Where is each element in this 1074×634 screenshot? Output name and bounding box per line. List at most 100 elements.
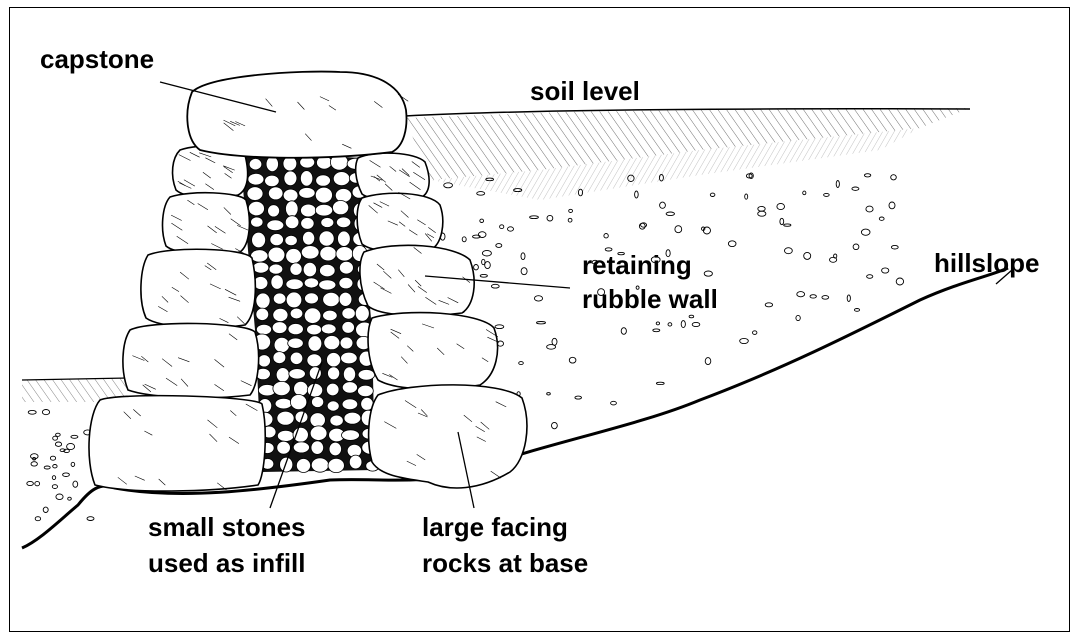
- gravel-pebble: [56, 494, 63, 500]
- gravel-pebble: [500, 225, 504, 229]
- infill-stone: [303, 262, 316, 276]
- gravel-pebble: [758, 206, 765, 211]
- gravel-pebble: [478, 232, 486, 238]
- infill-stone: [342, 308, 355, 319]
- gravel-pebble: [87, 517, 94, 521]
- infill-stone: [323, 292, 340, 306]
- infill-stone: [273, 352, 286, 364]
- infill-stone: [286, 279, 303, 290]
- infill-stone: [293, 427, 308, 442]
- label-retaining-wall-2: rubble wall: [582, 284, 718, 315]
- gravel-pebble: [889, 202, 895, 209]
- gravel-pebble: [861, 229, 870, 235]
- label-infill-2: used as infill: [148, 548, 306, 579]
- gravel-pebble: [653, 329, 660, 332]
- infill-stone: [310, 426, 327, 441]
- infill-stone: [286, 249, 302, 264]
- infill-stone: [336, 217, 350, 228]
- infill-stone: [335, 189, 351, 203]
- gravel-pebble: [474, 265, 479, 270]
- gravel-pebble: [836, 181, 839, 188]
- infill-stone: [341, 352, 358, 364]
- gravel-pebble: [73, 481, 78, 487]
- infill-stone: [311, 458, 328, 472]
- gravel-pebble: [28, 410, 36, 414]
- gravel-pebble: [31, 454, 39, 459]
- gravel-pebble: [495, 325, 504, 329]
- gravel-pebble: [705, 358, 711, 365]
- infill-stone: [303, 231, 315, 245]
- infill-stone: [277, 430, 294, 441]
- gravel-pebble: [31, 462, 37, 466]
- gravel-pebble: [866, 206, 873, 212]
- gravel-pebble: [604, 234, 608, 238]
- infill-stone: [324, 336, 340, 350]
- gravel-pebble: [692, 322, 700, 326]
- infill-stone: [333, 201, 349, 215]
- gravel-pebble: [491, 284, 499, 288]
- infill-stone: [355, 306, 369, 322]
- label-infill-1: small stones: [148, 512, 306, 543]
- infill-stone: [285, 216, 299, 229]
- infill-stone: [333, 172, 350, 186]
- infill-stone: [340, 337, 353, 349]
- gravel-pebble: [485, 262, 491, 269]
- infill-stone: [266, 156, 278, 171]
- infill-stone: [290, 352, 303, 364]
- gravel-pebble: [879, 217, 884, 220]
- gravel-pebble: [552, 422, 558, 428]
- infill-stone: [267, 220, 284, 231]
- gravel-pebble: [656, 322, 659, 325]
- gravel-pebble: [611, 401, 617, 405]
- gravel-pebble: [804, 252, 811, 259]
- gravel-pebble: [569, 209, 573, 212]
- infill-stone: [336, 247, 353, 261]
- infill-stone: [275, 398, 292, 409]
- infill-stone: [273, 381, 290, 395]
- infill-stone: [343, 367, 355, 382]
- gravel-pebble: [462, 237, 466, 242]
- infill-stone: [280, 457, 293, 472]
- infill-stone: [338, 231, 351, 246]
- gravel-pebble: [496, 244, 502, 248]
- gravel-pebble: [784, 224, 791, 226]
- infill-stone: [344, 412, 361, 424]
- infill-stone: [296, 459, 310, 473]
- infill-stone: [290, 308, 303, 319]
- infill-stone: [319, 231, 334, 246]
- infill-stone: [268, 205, 280, 217]
- gravel-pebble: [43, 507, 48, 512]
- infill-stone: [256, 324, 271, 334]
- infill-stone: [248, 201, 264, 215]
- gravel-pebble: [797, 292, 805, 297]
- infill-stone: [286, 201, 299, 217]
- capstone-rock: [187, 72, 406, 158]
- infill-stone: [301, 246, 319, 259]
- gravel-pebble: [660, 202, 666, 208]
- gravel-pebble: [847, 295, 850, 302]
- gravel-pebble: [864, 174, 870, 177]
- gravel-pebble: [710, 193, 715, 196]
- infill-stone: [268, 247, 285, 262]
- infill-stone: [323, 310, 338, 321]
- gravel-pebble: [52, 476, 55, 480]
- gravel-pebble: [891, 175, 897, 180]
- gravel-pebble: [882, 268, 889, 273]
- gravel-pebble: [71, 435, 78, 438]
- infill-stone: [289, 369, 306, 379]
- gravel-pebble: [71, 462, 75, 466]
- gravel-pebble: [803, 191, 806, 195]
- gravel-pebble: [765, 303, 772, 307]
- gravel-pebble: [675, 226, 682, 233]
- gravel-pebble: [753, 331, 757, 335]
- infill-stone: [328, 458, 344, 472]
- infill-stone: [288, 338, 304, 348]
- label-capstone: capstone: [40, 44, 154, 75]
- infill-stone: [305, 293, 319, 304]
- infill-stone: [308, 336, 322, 352]
- gravel-pebble: [482, 250, 491, 256]
- label-hillslope: hillslope: [934, 248, 1039, 279]
- gravel-pebble: [896, 278, 903, 285]
- gravel-pebble: [852, 187, 859, 190]
- infill-stone: [253, 262, 269, 273]
